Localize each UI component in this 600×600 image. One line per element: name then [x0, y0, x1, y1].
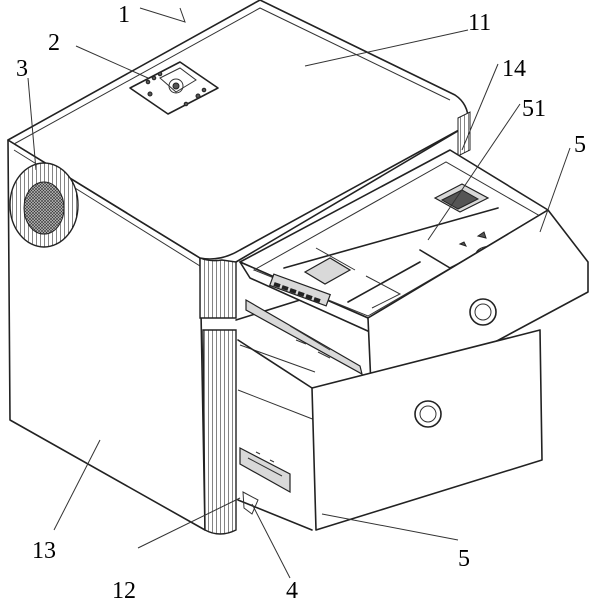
- label-1: 1: [118, 2, 130, 28]
- label-4: 4: [286, 578, 298, 600]
- label-5-top: 5: [574, 132, 586, 158]
- upper-drawer-knob: [469, 298, 497, 326]
- drawer-divider-long: [283, 207, 499, 269]
- rear-strip: [457, 111, 471, 157]
- upper-slide-rail: [245, 298, 363, 376]
- label-13: 13: [32, 538, 56, 564]
- drawer-rollers: [268, 273, 332, 307]
- corner-post: [199, 256, 237, 535]
- cabinet-bottom-edge: [237, 499, 313, 531]
- label-51: 51: [522, 96, 546, 122]
- label-14: 14: [502, 56, 526, 82]
- front-mid-edge: [235, 299, 301, 321]
- top-inner-edge: [13, 7, 451, 145]
- upper-drawer: [239, 149, 589, 409]
- lower-drawer-knob: [414, 400, 442, 428]
- lower-drawer: [237, 329, 543, 531]
- label-2: 2: [48, 30, 60, 56]
- lower-drawer-front: [311, 329, 543, 531]
- bracket: [242, 491, 259, 515]
- label-5-bottom: 5: [458, 546, 470, 572]
- side-vent: [9, 162, 79, 248]
- leader-lines: [27, 7, 571, 579]
- control-panel: [129, 61, 219, 115]
- label-11: 11: [468, 10, 491, 36]
- label-12: 12: [112, 578, 136, 600]
- label-3: 3: [16, 56, 28, 82]
- inner-shelf-line-2: [237, 389, 316, 421]
- drawer-divider: [347, 261, 421, 303]
- item-tray-a: [303, 257, 352, 285]
- lower-slide-rail: [239, 447, 291, 494]
